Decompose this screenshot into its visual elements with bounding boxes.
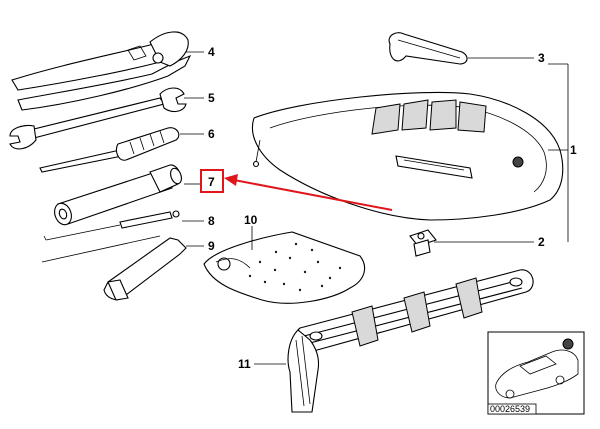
- tool-tray: [252, 91, 564, 221]
- wheel-wrench: [54, 164, 182, 226]
- callout-1: 1: [570, 143, 577, 157]
- callout-10: 10: [244, 213, 258, 227]
- callout-4: 4: [208, 45, 215, 59]
- pliers: [11, 31, 192, 111]
- strap: [388, 32, 468, 65]
- tool-roll: [287, 269, 534, 413]
- wing-nut: [409, 229, 437, 257]
- highlight-arrow: [224, 174, 393, 211]
- callout-9: 9: [208, 239, 215, 253]
- callout-11: 11: [238, 357, 251, 371]
- callout-8: 8: [208, 214, 215, 228]
- callout-6: 6: [208, 127, 215, 141]
- tool-bag: [203, 231, 366, 304]
- callout-5: 5: [208, 91, 215, 105]
- drift-pin: [43, 210, 180, 241]
- screwdriver: [39, 127, 180, 173]
- highlight-box: [200, 169, 224, 193]
- allen-key: [41, 235, 187, 301]
- wrench: [9, 87, 187, 150]
- callout-7: 7: [208, 175, 215, 189]
- callout-2: 2: [538, 235, 545, 249]
- inset-code: 00026539: [490, 404, 530, 414]
- vehicle-inset: 00026539: [487, 331, 585, 415]
- callout-3: 3: [538, 51, 545, 65]
